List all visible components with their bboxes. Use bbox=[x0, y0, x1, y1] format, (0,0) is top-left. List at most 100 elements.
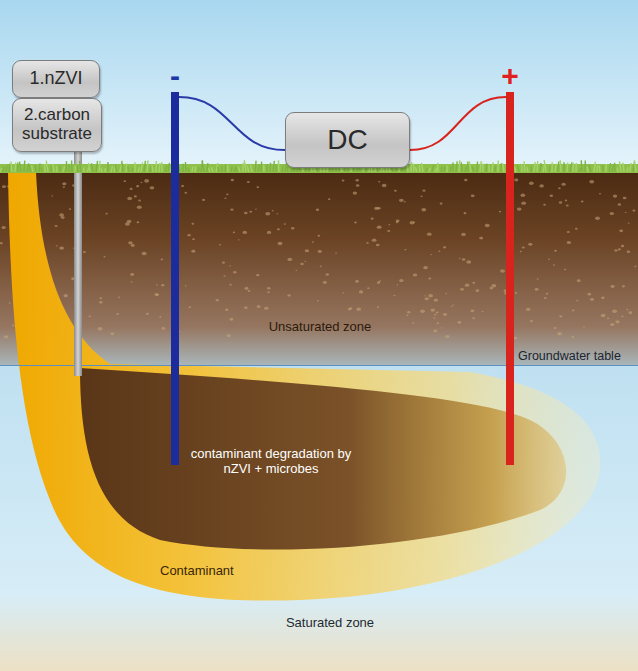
grass-blade bbox=[398, 164, 400, 172]
soil-speck bbox=[452, 304, 454, 305]
soil-speck bbox=[134, 195, 137, 197]
grass-blade bbox=[413, 164, 415, 172]
grass-blade bbox=[375, 160, 377, 172]
soil-speck bbox=[244, 307, 247, 309]
soil-speck bbox=[628, 311, 632, 314]
soil-speck bbox=[256, 186, 259, 188]
soil-speck bbox=[445, 335, 450, 338]
grass-blade bbox=[147, 160, 148, 172]
soil-speck bbox=[317, 300, 319, 301]
soil-speck bbox=[628, 223, 630, 224]
grass-blade bbox=[282, 165, 284, 172]
soil-speck bbox=[520, 194, 525, 197]
grass-blade bbox=[506, 167, 508, 172]
soil-speck bbox=[466, 260, 471, 264]
reagent-label: 2.carbon substrate bbox=[17, 106, 97, 143]
grass-blade bbox=[594, 162, 595, 172]
soil-speck bbox=[141, 182, 143, 183]
soil-speck bbox=[543, 204, 546, 206]
grass-blade bbox=[527, 167, 528, 172]
soil-speck bbox=[99, 301, 102, 303]
soil-speck bbox=[247, 181, 250, 183]
grass-blade bbox=[623, 163, 624, 172]
grass-blade bbox=[534, 162, 535, 172]
soil-speck bbox=[420, 310, 425, 313]
grass-blade bbox=[391, 168, 393, 172]
soil-speck bbox=[118, 296, 120, 298]
soil-speck bbox=[4, 335, 9, 338]
grass-blade bbox=[549, 166, 550, 172]
grass-blade bbox=[242, 163, 244, 172]
grass-blade bbox=[89, 163, 90, 172]
soil-speck bbox=[410, 221, 415, 225]
grass-blade bbox=[563, 162, 564, 172]
grass-blade bbox=[544, 160, 546, 172]
soil-speck bbox=[161, 284, 164, 286]
grass-blade bbox=[0, 168, 2, 172]
soil-speck bbox=[396, 221, 399, 223]
grass-blade bbox=[587, 166, 588, 172]
grass-blade bbox=[293, 163, 295, 172]
polarity-sign: - bbox=[170, 61, 180, 91]
soil-speck bbox=[249, 211, 252, 213]
grass-blade bbox=[581, 160, 583, 172]
zone-label: Saturated zone bbox=[260, 615, 400, 630]
soil-speck bbox=[12, 325, 15, 327]
grass-blade bbox=[514, 167, 516, 172]
reagent-label: 1.nZVI bbox=[29, 69, 82, 89]
grass-blade bbox=[634, 160, 636, 172]
grass-blade bbox=[128, 166, 129, 172]
grass-blade bbox=[44, 164, 46, 172]
soil-speck bbox=[367, 287, 369, 289]
soil-speck bbox=[267, 291, 270, 293]
soil-speck bbox=[188, 306, 191, 308]
sky bbox=[0, 0, 638, 172]
soil-speck bbox=[610, 212, 614, 215]
zone-label: Contaminant bbox=[160, 563, 260, 578]
soil-speck bbox=[618, 248, 621, 250]
soil-speck bbox=[470, 309, 474, 312]
soil-speck bbox=[577, 279, 581, 282]
grass-blade bbox=[467, 161, 469, 172]
soil-speck bbox=[178, 331, 180, 333]
soil-speck bbox=[138, 199, 141, 201]
grass-blade bbox=[589, 165, 591, 172]
grass-blade bbox=[278, 160, 280, 172]
grass-blade bbox=[231, 166, 232, 172]
grass-blade bbox=[351, 163, 352, 172]
soil-speck bbox=[277, 228, 280, 230]
soil-speck bbox=[431, 308, 436, 311]
soil-speck bbox=[451, 306, 453, 307]
soil-speck bbox=[423, 266, 428, 269]
soil-speck bbox=[404, 249, 406, 251]
soil-speck bbox=[514, 337, 518, 340]
soil-speck bbox=[406, 314, 408, 316]
soil-speck bbox=[413, 273, 417, 276]
soil-speck bbox=[576, 300, 578, 302]
grass-blade bbox=[352, 161, 354, 172]
grass-blade bbox=[323, 160, 325, 172]
grass-blade bbox=[187, 168, 189, 172]
grass-blade bbox=[305, 163, 306, 172]
grass-blade bbox=[437, 163, 439, 172]
soil-speck bbox=[622, 285, 625, 287]
soil-speck bbox=[127, 197, 132, 201]
grass-blade bbox=[389, 164, 390, 172]
soil-speck bbox=[619, 229, 623, 232]
soil-speck bbox=[472, 317, 475, 319]
soil-speck bbox=[632, 209, 635, 211]
soil-speck bbox=[276, 213, 278, 214]
reagent-box: 1.nZVI bbox=[12, 60, 100, 98]
soil-speck bbox=[441, 327, 443, 328]
grass-blade bbox=[92, 163, 93, 172]
grass-blade bbox=[627, 167, 628, 172]
grass-blade bbox=[512, 165, 514, 172]
grass-blade bbox=[132, 168, 133, 172]
soil-speck bbox=[300, 263, 303, 265]
soil-speck bbox=[499, 211, 501, 213]
soil-speck bbox=[353, 191, 358, 194]
grass-blade bbox=[258, 165, 259, 172]
soil-speck bbox=[174, 306, 179, 309]
grass-blade bbox=[101, 168, 102, 172]
power-wire bbox=[179, 97, 285, 150]
